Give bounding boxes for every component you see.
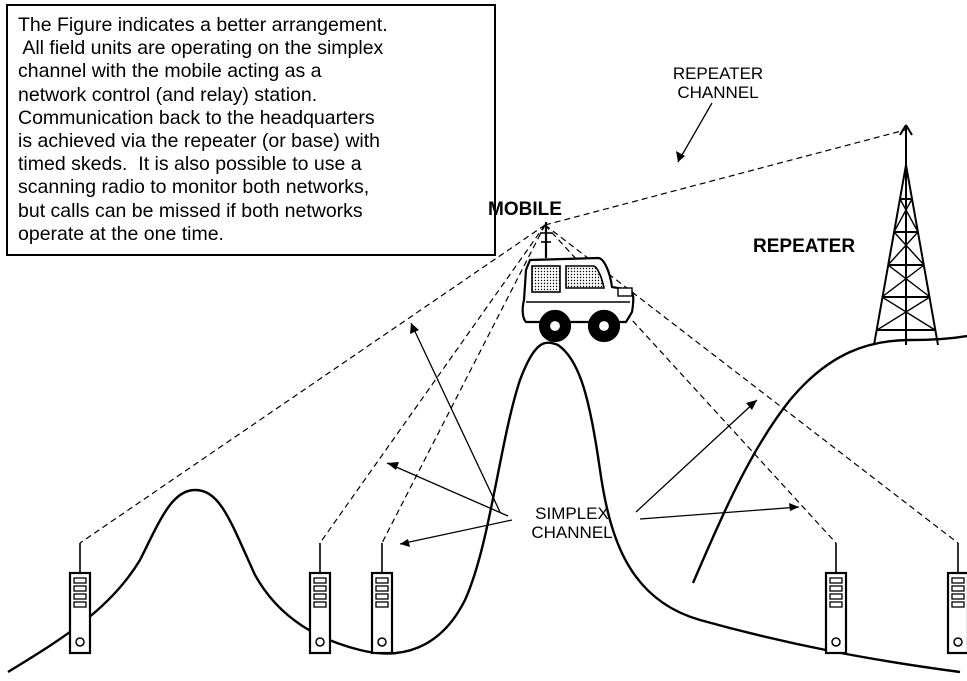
- simplex-link-radio-3: [381, 224, 546, 544]
- simplex-arrow-5: [639, 506, 800, 520]
- caption-line: but calls can be missed if both networks: [18, 199, 363, 222]
- repeater-channel-link: [544, 129, 906, 226]
- simplex-arrow-4: [635, 399, 758, 513]
- label-arrows: [386, 102, 800, 545]
- field-radio-4: [824, 543, 848, 655]
- caption-line: timed skeds. It is also possible to use …: [18, 153, 362, 176]
- arrowhead-simplex-4: [746, 400, 757, 410]
- arrowhead-simplex-2: [387, 462, 399, 470]
- simplex-channel-label-line: SIMPLEX: [535, 504, 609, 523]
- repeater-tower-icon: [873, 124, 939, 346]
- repeater-channel-label-line: REPEATER: [672, 64, 764, 83]
- hill-left-terrain: [7, 341, 961, 674]
- arrowhead-simplex-1: [410, 323, 419, 334]
- field-radio-icon: [946, 543, 967, 655]
- field-radio-1: [68, 543, 92, 655]
- terrain: [7, 334, 967, 674]
- repeater-channel-label-line: CHANNEL: [677, 83, 759, 102]
- repeater-hill-terrain: [691, 334, 967, 584]
- caption-line: The Figure indicates a better arrangemen…: [18, 14, 388, 36]
- mobile-label: MOBILE: [488, 199, 562, 220]
- simplex-link-radio-2: [319, 224, 546, 544]
- caption-line: operate at the one time.: [18, 222, 224, 245]
- simplex-link-radio-5: [544, 224, 959, 544]
- field-radio-2: [308, 543, 332, 655]
- arrowhead-simplex-5: [789, 503, 799, 511]
- repeater-label: REPEATER: [753, 236, 856, 257]
- arrowhead-simplex-3: [400, 539, 410, 547]
- mobile-vehicle-icon: [521, 222, 635, 343]
- caption-line: Communication back to the headquarters: [18, 106, 375, 129]
- repeater-channel-label: REPEATER CHANNEL: [668, 64, 768, 102]
- simplex-channel-label: SIMPLEX CHANNEL: [512, 504, 632, 542]
- field-radio-icon: [68, 543, 92, 655]
- simplex-arrow-2: [386, 462, 509, 517]
- caption-line: network control (and relay) station.: [18, 83, 318, 106]
- simplex-link-radio-1: [79, 224, 546, 544]
- field-radio-3: [370, 543, 394, 655]
- repeater-channel-arrow: [677, 102, 713, 163]
- caption-box: The Figure indicates a better arrangemen…: [6, 4, 496, 256]
- field-radio-icon: [308, 543, 332, 655]
- caption-line: scanning radio to monitor both networks,: [18, 176, 370, 199]
- caption-line: is achieved via the repeater (or base) w…: [18, 130, 381, 153]
- field-radio-icon: [824, 543, 848, 655]
- arrowheads: [387, 151, 799, 547]
- caption-line: All field units are operating on the sim…: [18, 37, 384, 60]
- arrowhead-repeater-channel: [676, 151, 685, 162]
- caption-line: channel with the mobile acting as a: [18, 60, 322, 83]
- field-radio-icon: [370, 543, 394, 655]
- simplex-arrow-3: [399, 519, 513, 545]
- simplex-arrow-1: [410, 322, 501, 513]
- field-radio-5: [946, 543, 967, 655]
- simplex-channel-label-line: CHANNEL: [531, 523, 613, 542]
